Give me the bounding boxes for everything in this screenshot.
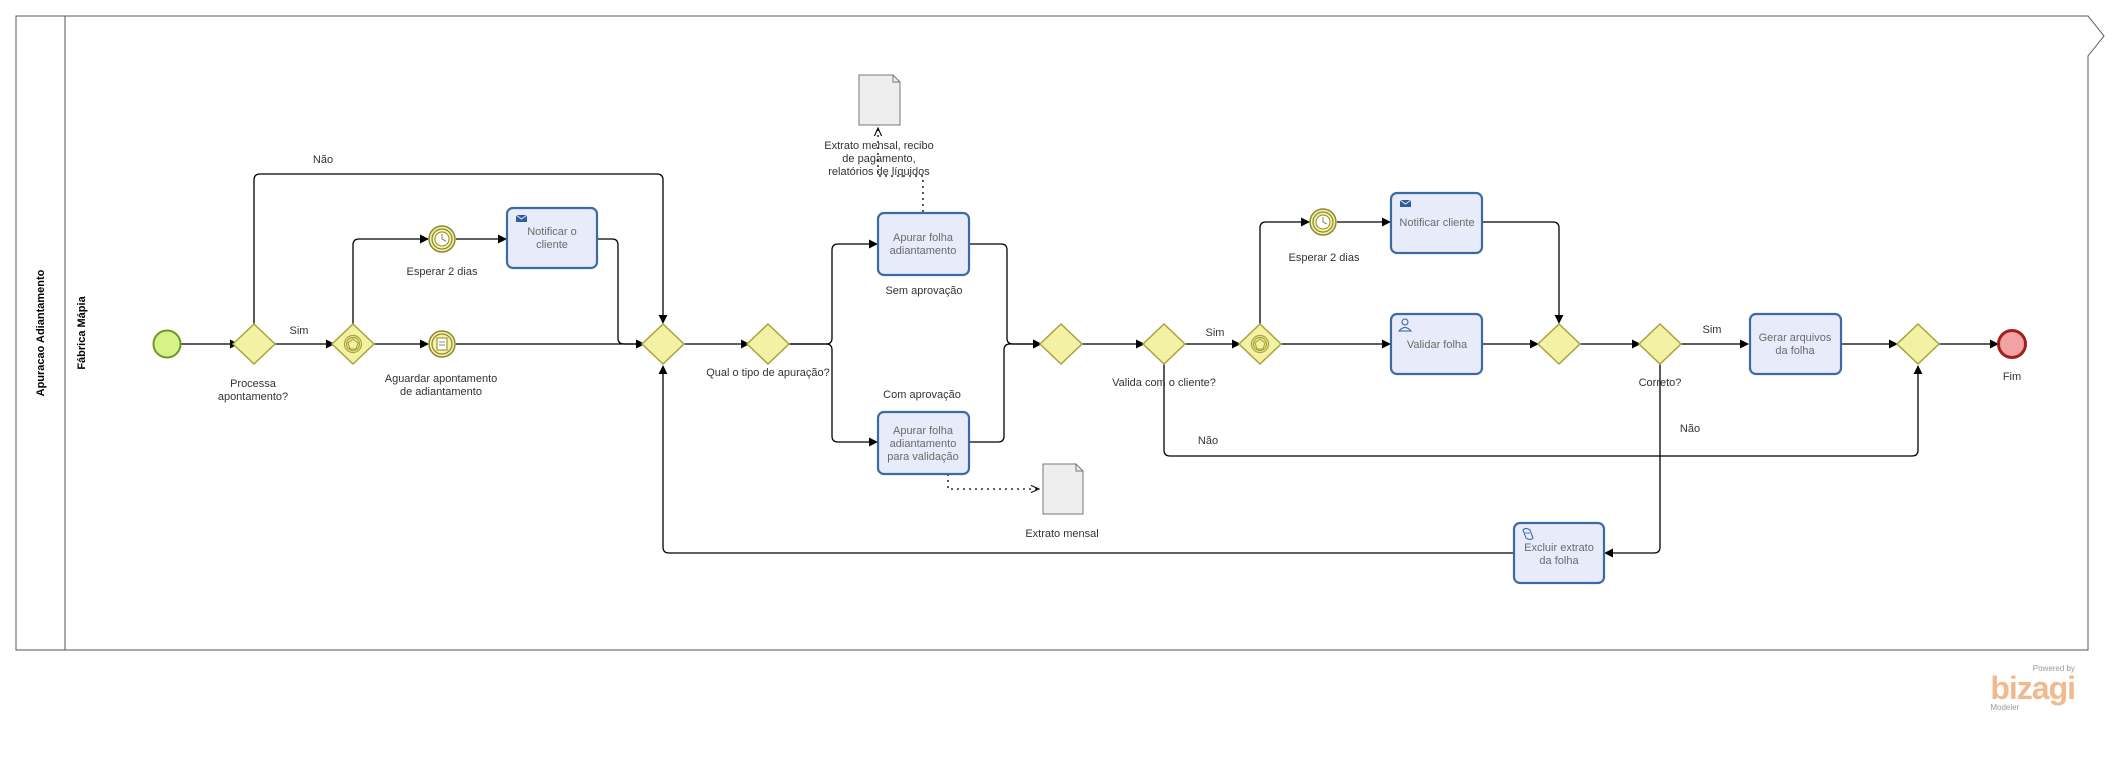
flow-tipo-com-aprovacao[interactable]	[788, 343, 878, 447]
gateway-correto-label: Correto?	[1639, 377, 1682, 389]
data-object-2[interactable]	[1042, 463, 1084, 515]
flow-valida-nao[interactable]	[1163, 364, 1923, 457]
gateway-merge-1[interactable]	[640, 322, 686, 366]
conditional-event[interactable]	[428, 330, 456, 358]
user-icon	[1397, 318, 1413, 332]
flow-eventgw2-to-timer2[interactable]	[1259, 217, 1310, 324]
flow-correto-nao[interactable]	[1604, 364, 1661, 558]
svg-text:Validar folha: Validar folha	[1407, 339, 1468, 351]
timer-event-1-label: Esperar 2 dias	[407, 266, 478, 278]
flow-processa-nao[interactable]	[253, 173, 668, 325]
task-validar-folha[interactable]: Validar folha	[1389, 312, 1484, 376]
timer-event-2[interactable]	[1309, 208, 1337, 236]
data-object-2-label: Extrato mensal	[1025, 528, 1098, 540]
gateway-processa-label: Processa	[230, 378, 277, 390]
task-apurar-com-aprovacao[interactable]: Apurar folha adiantamento para validação	[876, 410, 971, 476]
gateway-processa-label-2: apontamento?	[218, 391, 288, 403]
task-apurar-sem-aprovacao[interactable]: Apurar folha adiantamento	[876, 211, 971, 277]
svg-text:Apurar folha: Apurar folha	[893, 232, 954, 244]
flow-excluir-to-merge[interactable]	[658, 365, 1513, 554]
svg-text:Notificar o: Notificar o	[527, 226, 577, 238]
flow-label-nao-valida: Não	[1198, 435, 1218, 447]
flow-apurar-com-to-merge2[interactable]	[969, 339, 1042, 443]
event-based-gateway-1[interactable]	[330, 322, 376, 366]
flow-label-sim-correto: Sim	[1703, 324, 1722, 336]
watermark-product: Modeler	[1990, 703, 2020, 712]
gateway-valida-label: Valida com o cliente?	[1112, 377, 1216, 389]
flow-label-sim-valida: Sim	[1206, 327, 1225, 339]
bizagi-watermark: Powered by bizagi Modeler	[1990, 664, 2076, 712]
svg-text:para validação: para validação	[887, 451, 959, 463]
timer-event-2-label: Esperar 2 dias	[1289, 252, 1360, 264]
watermark-powered: Powered by	[2032, 664, 2075, 673]
flow-label-com-aprovacao: Com aprovação	[883, 389, 961, 401]
script-icon	[1522, 528, 1534, 540]
svg-text:Notificar cliente: Notificar cliente	[1399, 217, 1474, 229]
flow-label-sim-processa: Sim	[290, 325, 309, 337]
gateway-merge-2[interactable]	[1038, 322, 1084, 366]
gateway-tipo-label: Qual o tipo de apuração?	[706, 367, 830, 379]
svg-text:cliente: cliente	[536, 239, 568, 251]
svg-text:Gerar arquivos: Gerar arquivos	[1759, 332, 1832, 344]
conditional-event-label-2: de adiantamento	[400, 386, 482, 398]
svg-text:Excluir extrato: Excluir extrato	[1524, 542, 1594, 554]
task-excluir-extrato[interactable]: Excluir extrato da folha	[1512, 521, 1606, 585]
data-object-1[interactable]	[858, 74, 901, 126]
pool-title: Apuracao Adiantamento	[35, 269, 47, 396]
gateway-processa[interactable]	[231, 322, 277, 366]
flow-label-sem-aprovacao: Sem aprovação	[885, 285, 962, 297]
flow-notificar2-to-merge3[interactable]	[1482, 221, 1564, 324]
gateway-valida[interactable]	[1141, 322, 1187, 366]
task-notificar-cliente-2[interactable]: Notificar cliente	[1389, 191, 1484, 255]
sequence-flows	[181, 173, 1999, 558]
task-notificar-cliente-1[interactable]: Notificar o cliente	[505, 206, 599, 270]
flow-eventgw-to-timer1[interactable]	[352, 234, 429, 325]
end-event-label: Fim	[2003, 371, 2021, 383]
data-object-1-label: Extrato mensal, recibo	[824, 140, 933, 152]
svg-text:Apurar folha: Apurar folha	[893, 425, 954, 437]
gateway-tipo[interactable]	[745, 322, 791, 366]
start-event[interactable]	[152, 329, 182, 359]
timer-event-1[interactable]	[428, 225, 456, 253]
data-object-1-label-3: relatórios de líquidos	[828, 166, 930, 178]
associations	[878, 128, 1039, 489]
lane-title: Fábrica Mápia	[76, 295, 88, 369]
flow-label-nao-top: Não	[313, 154, 333, 166]
event-based-gateway-2[interactable]	[1237, 322, 1283, 366]
gateway-merge-4[interactable]	[1895, 322, 1941, 366]
association-apurar-sem-to-doc1[interactable]	[878, 128, 924, 212]
end-event[interactable]	[1997, 329, 2027, 359]
task-gerar-arquivos[interactable]: Gerar arquivos da folha	[1748, 312, 1843, 376]
svg-text:adiantamento: adiantamento	[890, 245, 957, 257]
data-object-1-label-2: de pagamento,	[842, 153, 915, 165]
gateway-correto[interactable]	[1637, 322, 1683, 366]
svg-text:da folha: da folha	[1775, 345, 1815, 357]
bizagi-logo: bizagi	[1990, 670, 2076, 706]
gateway-merge-3[interactable]	[1536, 322, 1582, 366]
conditional-event-label: Aguardar apontamento	[385, 373, 498, 385]
flow-label-nao-correto: Não	[1680, 423, 1700, 435]
svg-text:adiantamento: adiantamento	[890, 438, 957, 450]
svg-text:da folha: da folha	[1539, 555, 1579, 567]
